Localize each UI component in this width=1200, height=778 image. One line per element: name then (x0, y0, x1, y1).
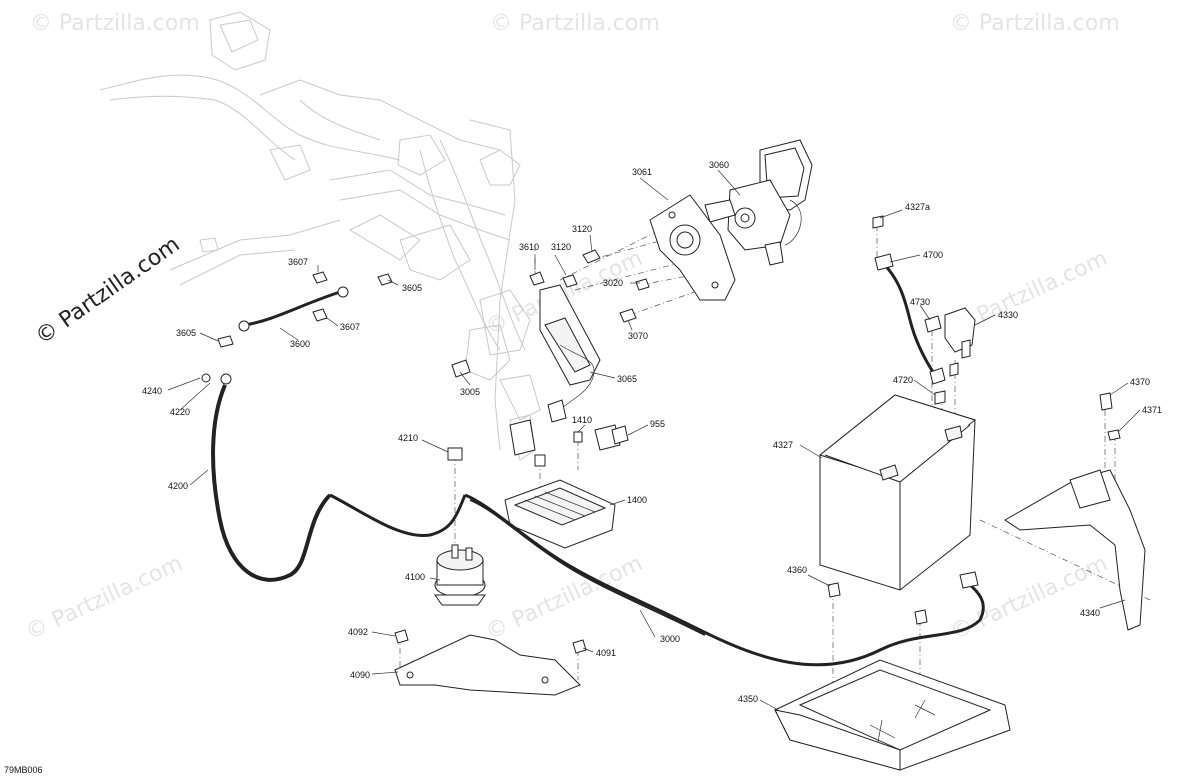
callout-3000: 3000 (660, 634, 680, 644)
callout-4100: 4100 (405, 572, 425, 582)
callout-3061: 3061 (632, 167, 652, 177)
bracket-4340 (1004, 392, 1146, 631)
fuse-box-3065 (539, 284, 601, 423)
watermark-tile: © Partzilla.com (30, 11, 200, 36)
regulator-1400 (504, 479, 616, 549)
callout-4327: 4327 (773, 440, 793, 450)
callout-3605: 3605 (176, 328, 196, 338)
callout-3020: 3020 (603, 278, 623, 288)
callout-4200: 4200 (168, 481, 188, 491)
callout-4360: 4360 (787, 565, 807, 575)
terminal-cap-4330 (924, 307, 976, 405)
callout-4340: 4340 (1080, 608, 1100, 618)
callout-4350: 4350 (738, 694, 758, 704)
callout-4090: 4090 (350, 670, 370, 680)
callout-3605: 3605 (402, 283, 422, 293)
solenoid-4100 (434, 544, 486, 606)
brand-watermark: © Partzilla.com (31, 232, 184, 350)
bracket-3061 (649, 194, 736, 301)
callout-3610: 3610 (519, 242, 539, 252)
callout-3005: 3005 (460, 387, 480, 397)
watermark-tile: © Partzilla.com (947, 551, 1111, 645)
callout-4720: 4720 (893, 375, 913, 385)
diagram-code: 79MB006 (4, 765, 43, 775)
callout-4730: 4730 (910, 297, 930, 307)
fasteners-upper (217, 249, 650, 378)
callout-3120: 3120 (551, 242, 571, 252)
callout-3120: 3120 (572, 224, 592, 234)
callout-4092: 4092 (348, 627, 368, 637)
bracket-4090 (394, 629, 587, 696)
callout-3065: 3065 (617, 374, 637, 384)
callout-4210: 4210 (398, 433, 418, 443)
leader-lines (167, 169, 1141, 711)
callout-4327a: 4327a (905, 202, 930, 212)
harness-3000 (464, 493, 985, 667)
callout-3600: 3600 (290, 339, 310, 349)
callout-labels: 3061 3060 3120 3120 3610 3020 3070 3065 … (142, 160, 1162, 704)
callout-3607: 3607 (340, 322, 360, 332)
ghost-frame (99, 11, 541, 461)
callout-4700: 4700 (923, 250, 943, 260)
connectors-mid (447, 419, 629, 467)
callout-955: 955 (650, 419, 665, 429)
watermark-tile: © Partzilla.com (22, 551, 186, 645)
callout-1410: 1410 (572, 415, 592, 425)
callout-3060: 3060 (709, 160, 729, 170)
callout-4240: 4240 (142, 386, 162, 396)
ground-strap-3600 (238, 286, 349, 332)
battery-4327 (818, 394, 977, 591)
callout-1400: 1400 (627, 495, 647, 505)
battery-tray-4350 (774, 582, 1011, 771)
watermark-tile: © Partzilla.com (950, 11, 1120, 36)
callout-4370: 4370 (1130, 377, 1150, 387)
callout-4220: 4220 (170, 407, 190, 417)
callout-4091: 4091 (596, 648, 616, 658)
actuator-motor-3060 (704, 139, 813, 266)
battery-cable-4200 (201, 373, 467, 582)
callout-3070: 3070 (628, 331, 648, 341)
watermark-tile: © Partzilla.com (490, 11, 660, 36)
cable-4700 (872, 215, 946, 385)
callout-4371: 4371 (1142, 405, 1162, 415)
callout-4330: 4330 (998, 310, 1018, 320)
callout-3607: 3607 (288, 257, 308, 267)
